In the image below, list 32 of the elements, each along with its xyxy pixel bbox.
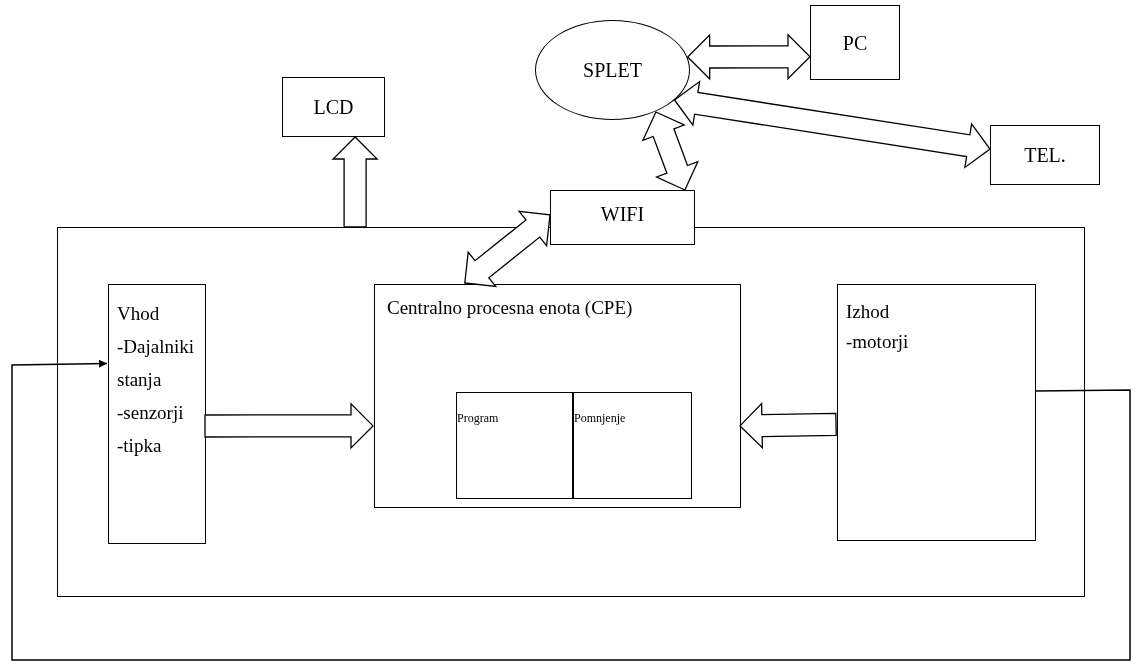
block-arrow [739,402,837,450]
node-label: PC [842,30,868,56]
block-box [990,125,1100,185]
memory-cell-box [573,392,692,499]
system-frame [57,227,1085,597]
node-label: -tipka [117,434,162,458]
node-label: WIFI [600,202,645,227]
block-box [810,5,900,80]
node-label: TEL. [1024,143,1066,168]
block-box [550,190,695,245]
block-arrow [331,136,379,228]
block-box [837,284,1036,541]
block-arrow [204,402,374,450]
node-label: LCD [313,95,354,120]
node-label: Izhod [846,300,890,324]
feedback-arrow [11,359,1131,661]
block-arrow [686,33,811,81]
memory-cell-box [456,392,573,499]
node-label: -Dajalniki stanja [117,335,196,392]
block-arrow [464,210,551,288]
block-arrow [641,111,700,191]
node-label: SPLET [583,58,642,83]
block-box [108,284,206,544]
node-label: -senzorji [117,401,184,425]
node-label: Vhod [117,302,160,326]
node-label: -motorji [846,330,909,354]
cpu-box [374,284,741,508]
node-label: Program [457,410,499,427]
block-arrow [673,80,991,169]
node-label: Pomnjenje [574,410,626,427]
block-box [282,77,385,137]
node-label: Centralno procesna enota (CPE) [387,296,633,320]
